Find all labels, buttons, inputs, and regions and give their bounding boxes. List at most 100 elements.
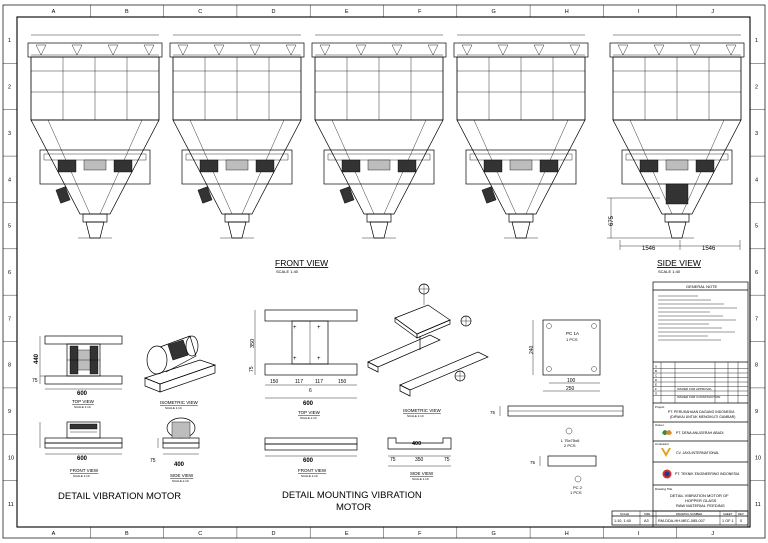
footer-size: A3 bbox=[644, 519, 649, 523]
rev-letter: D bbox=[655, 378, 658, 382]
detail-mounting-title-1: DETAIL MOUNTING VIBRATION bbox=[282, 490, 422, 501]
mount-iso-scale: SCALE 1:10 bbox=[407, 414, 424, 418]
mount-front-view-label: FRONT VIEW bbox=[298, 468, 327, 473]
owner-logo-icon bbox=[662, 430, 672, 435]
vibration-motor-front-view: 600 FRONT VIEW SCALE 1:10 bbox=[39, 421, 123, 478]
mount-side-total: 400 bbox=[412, 441, 421, 447]
svg-text:+: + bbox=[293, 356, 297, 362]
contractor-company: CV. JAYA INTERNATIONAL bbox=[676, 451, 719, 455]
rev-letter: B bbox=[655, 369, 657, 373]
mount-seg-4: 150 bbox=[338, 379, 347, 385]
rev-letter: E bbox=[655, 383, 657, 387]
svg-text:+: + bbox=[317, 325, 321, 331]
motor-side-view-label: SIDE VIEW bbox=[170, 473, 194, 478]
plate-b-h: 75 bbox=[490, 410, 496, 415]
plate-c-h: 75 bbox=[530, 460, 536, 465]
mount-seg-3: 117 bbox=[315, 379, 323, 385]
mount-side-scale: SCALE 1:10 bbox=[412, 477, 429, 481]
grid-row-label: 10 bbox=[8, 455, 14, 461]
motor-front-view-label: FRONT VIEW bbox=[70, 468, 99, 473]
footer-h-rev: REV bbox=[738, 512, 744, 516]
grid-row-label: 7 bbox=[755, 316, 758, 322]
vibration-motor-isometric: ISOMETRIC VIEW SCALE 1:10 bbox=[143, 335, 217, 410]
grid-row-label: 3 bbox=[755, 131, 758, 137]
rev-letter: G bbox=[655, 392, 658, 396]
drawing-title-label: Drawing Title bbox=[655, 487, 673, 491]
footer-scale: 1:10, 1:40 bbox=[614, 519, 631, 523]
grid-row-label: 6 bbox=[755, 270, 758, 276]
hopper-view bbox=[27, 34, 163, 239]
motor-top-scale: SCALE 1:10 bbox=[74, 405, 91, 409]
drawing-footer: SCALE SIZE DRAWING NUMBER SHEET REV 1:10… bbox=[611, 510, 749, 526]
grid-row-label: 1 bbox=[8, 38, 11, 44]
grid-col-label: D bbox=[272, 9, 276, 15]
grid-col-label: J bbox=[711, 9, 714, 15]
grid-col-label: F bbox=[418, 9, 422, 15]
side-dim-right: 1546 bbox=[702, 246, 716, 252]
grid-col-label: B bbox=[125, 531, 129, 537]
grid-row-label: 11 bbox=[755, 502, 761, 508]
footer-drawing-number: RM-DDA-HH-MEC-085-007 bbox=[658, 519, 705, 523]
mount-front-width: 600 bbox=[303, 458, 314, 464]
mount-top-view-label: TOP VIEW bbox=[298, 410, 321, 415]
plate-a-qty: 1 PCS bbox=[566, 337, 578, 342]
rev-note-2: ISSUED FOR CONSTRUCTION bbox=[677, 395, 720, 399]
drawing-title-1: DETAIL VIBRATION MOTOR OF bbox=[670, 493, 729, 498]
plate-a-w2: 250 bbox=[566, 386, 575, 392]
grid-row-label: 9 bbox=[8, 409, 11, 415]
grid-row-label: 8 bbox=[755, 363, 758, 369]
footer-sheet: 1 OF 1 bbox=[722, 519, 734, 523]
contractor-logo-icon bbox=[661, 448, 671, 457]
motor-side-dim: 400 bbox=[174, 462, 185, 468]
consultant-logo-icon bbox=[662, 469, 672, 479]
svg-text:+: + bbox=[317, 356, 321, 362]
mounting-top-view: + + + + 350 75 150 117 117 150 6 600 TOP… bbox=[249, 309, 358, 420]
rev-letter: A bbox=[655, 365, 657, 369]
hopper-view bbox=[311, 34, 447, 239]
grid-row-label: 1 bbox=[755, 38, 758, 44]
grid-row-label: 11 bbox=[8, 502, 14, 508]
motor-dim-small: 75 bbox=[32, 378, 38, 384]
grid-col-label: I bbox=[638, 531, 640, 537]
footer-h-number: DRAWING NUMBER bbox=[676, 512, 702, 516]
footer-h-sheet: SHEET bbox=[723, 512, 733, 516]
drawing-title-3: RAW MATERIAL FEEDING bbox=[676, 503, 725, 508]
vibration-motor-top-view: 440 75 600 TOP VIEW SCALE 1:10 bbox=[32, 335, 123, 409]
plate-a-label: PC 1A bbox=[566, 331, 579, 336]
mount-seg-1: 150 bbox=[270, 379, 279, 385]
mount-dim-h1: 350 bbox=[250, 339, 256, 348]
grid-ticks bbox=[3, 5, 765, 538]
grid-col-label: E bbox=[345, 9, 349, 15]
grid-col-label: C bbox=[198, 531, 202, 537]
side-view-label: SIDE VIEW bbox=[657, 258, 701, 268]
front-view-scale: SCALE 1:40 bbox=[276, 269, 299, 274]
plate-angle: 75 L 75x75x6 2 PCS bbox=[490, 405, 624, 448]
project-label: Project bbox=[655, 405, 665, 409]
grid-row-label: 5 bbox=[8, 224, 11, 230]
grid-row-label: 6 bbox=[8, 270, 11, 276]
side-view-scale: SCALE 1:40 bbox=[658, 269, 681, 274]
grid-row-label: 2 bbox=[755, 85, 758, 91]
mount-side-dim-2: 350 bbox=[415, 457, 424, 463]
plate-b-qty: 2 PCS bbox=[564, 443, 576, 448]
consultant-company: PT. TEKNIK ENGINEERING INDONESIA bbox=[675, 472, 740, 476]
grid-col-label: G bbox=[491, 9, 495, 15]
motor-isometric-label: ISOMETRIC VIEW bbox=[160, 400, 199, 405]
hopper-view bbox=[453, 34, 589, 239]
motor-front-dim-width: 600 bbox=[77, 456, 88, 462]
motor-top-view-label: TOP VIEW bbox=[72, 399, 95, 404]
motor-side-scale: SCALE 1:10 bbox=[172, 479, 189, 483]
rev-note-1: ISSUED FOR APPROVAL bbox=[677, 387, 712, 391]
mount-side-dim-1: 75 bbox=[390, 457, 396, 463]
hopper-view bbox=[169, 34, 305, 239]
grid-col-label: H bbox=[565, 9, 569, 15]
plate-a-w1: 100 bbox=[567, 378, 576, 384]
footer-h-size: SIZE bbox=[644, 512, 650, 516]
footer-rev: 0 bbox=[740, 519, 742, 523]
grid-row-label: 8 bbox=[8, 363, 11, 369]
outer-border bbox=[2, 4, 766, 539]
notes-header: GENERAL NOTE bbox=[686, 284, 718, 289]
